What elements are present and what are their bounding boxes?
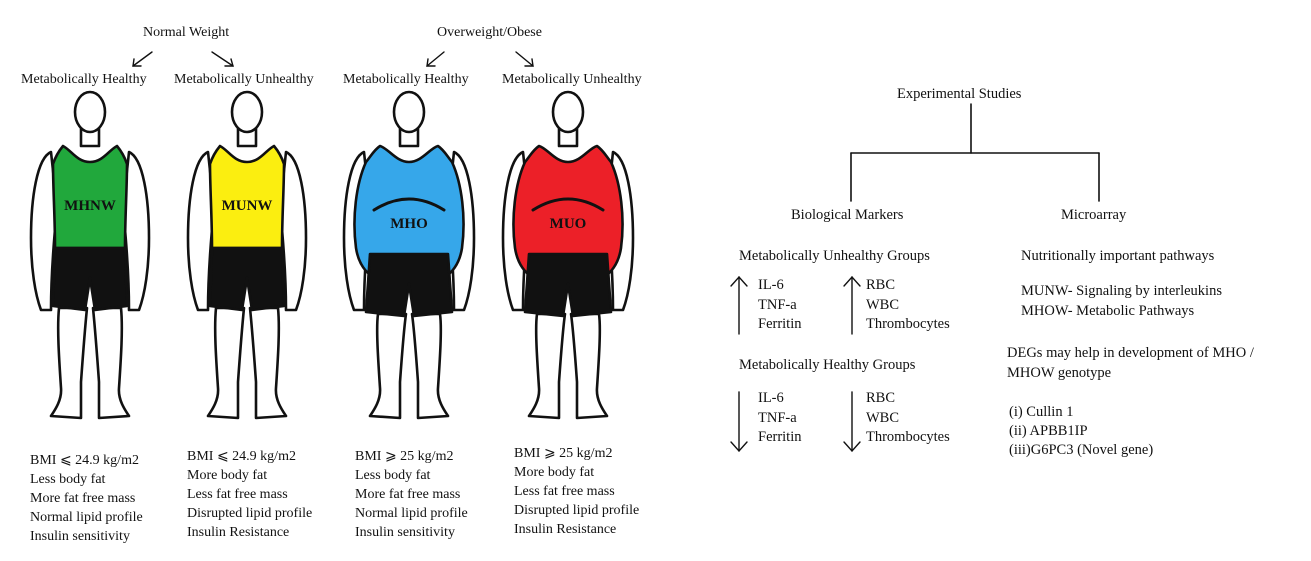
gene-item: (iii)G6PC3 (Novel gene) xyxy=(1009,442,1154,458)
tree-connector xyxy=(850,103,1100,202)
category-label-muo: Metabolically Unhealthy xyxy=(502,72,642,87)
category-label-mho: Metabolically Healthy xyxy=(343,72,469,87)
property-item: BMI ⩽ 24.9 kg/m2 xyxy=(187,449,296,464)
normal-weight-label: Normal Weight xyxy=(143,25,230,40)
gene-item: (ii) APBB1IP xyxy=(1009,423,1088,439)
arrow-up-icon xyxy=(843,275,861,335)
marker-item: RBC xyxy=(866,277,896,293)
property-item: Normal lipid profile xyxy=(30,510,143,525)
figure-label: MHO xyxy=(390,216,428,232)
unhealthy-markers-col2: RBC WBC Thrombocytes xyxy=(866,276,950,335)
property-item: Insulin sensitivity xyxy=(30,529,130,544)
marker-item: Ferritin xyxy=(758,316,802,332)
property-item: Disrupted lipid profile xyxy=(187,506,313,521)
properties-munw: BMI ⩽ 24.9 kg/m2 More body fat Less fat … xyxy=(187,447,312,542)
gene-list: (i) Cullin 1 (ii) APBB1IP (iii)G6PC3 (No… xyxy=(1009,403,1153,460)
marker-item: RBC xyxy=(866,390,896,406)
unhealthy-markers-col1: IL-6 TNF-a Ferritin xyxy=(758,276,802,335)
property-item: Insulin sensitivity xyxy=(355,525,455,540)
gene-item: (i) Cullin 1 xyxy=(1009,404,1074,420)
figure-label: MUO xyxy=(550,216,587,232)
arrow-down-right-icon xyxy=(515,51,534,67)
property-item: More fat free mass xyxy=(30,491,136,506)
marker-item: Thrombocytes xyxy=(866,316,950,332)
marker-item: TNF-a xyxy=(758,409,797,426)
marker-item: Ferritin xyxy=(758,429,802,445)
pathway-item: MHOW- Metabolic Pathways xyxy=(1021,303,1195,319)
degs-line: DEGs may help in development of MHO / xyxy=(1007,345,1254,361)
arrow-down-icon xyxy=(843,391,861,453)
body-figure-mhnw: MHNW xyxy=(15,88,165,428)
property-item: Less fat free mass xyxy=(514,484,615,499)
body-figure-mho: MHO xyxy=(334,88,484,428)
biological-markers-branch: Biological Markers xyxy=(791,207,904,223)
figure-label: MHNW xyxy=(64,198,116,214)
healthy-groups-header: Metabolically Healthy Groups xyxy=(739,357,916,373)
marker-item: WBC xyxy=(866,296,900,313)
marker-item: IL-6 xyxy=(758,277,784,293)
marker-item: IL-6 xyxy=(758,390,784,406)
marker-item: Thrombocytes xyxy=(866,429,950,445)
arrow-down-right-icon xyxy=(211,51,234,67)
healthy-markers-col1: IL-6 TNF-a Ferritin xyxy=(758,389,802,448)
property-item: Less fat free mass xyxy=(187,487,288,502)
property-item: BMI ⩾ 25 kg/m2 xyxy=(355,449,454,464)
healthy-markers-col2: RBC WBC Thrombocytes xyxy=(866,389,950,448)
body-figure-muo: MUO xyxy=(493,88,643,428)
arrow-up-icon xyxy=(730,275,748,335)
unhealthy-groups-header: Metabolically Unhealthy Groups xyxy=(739,248,930,264)
overweight-obese-label: Overweight/Obese xyxy=(437,25,542,40)
category-label-mhnw: Metabolically Healthy xyxy=(21,72,147,87)
properties-muo: BMI ⩾ 25 kg/m2 More body fat Less fat fr… xyxy=(514,444,639,539)
property-item: Less body fat xyxy=(30,472,106,487)
property-item: More body fat xyxy=(514,465,595,480)
pathway-list: MUNW- Signaling by interleukins MHOW- Me… xyxy=(1021,281,1222,321)
arrow-down-left-icon xyxy=(132,51,153,67)
category-label-munw: Metabolically Unhealthy xyxy=(174,72,314,87)
body-figure-munw: MUNW xyxy=(172,88,322,428)
degs-line: MHOW genotype xyxy=(1007,365,1112,381)
property-item: More body fat xyxy=(187,468,268,483)
property-item: BMI ⩾ 25 kg/m2 xyxy=(514,446,613,461)
properties-mho: BMI ⩾ 25 kg/m2 Less body fat More fat fr… xyxy=(355,447,468,542)
marker-item: TNF-a xyxy=(758,296,797,313)
experimental-studies-root: Experimental Studies xyxy=(897,86,1022,102)
arrow-down-left-icon xyxy=(426,51,445,67)
property-item: More fat free mass xyxy=(355,487,461,502)
property-item: Less body fat xyxy=(355,468,431,483)
pathway-item: MUNW- Signaling by interleukins xyxy=(1021,283,1222,299)
properties-mhnw: BMI ⩽ 24.9 kg/m2 Less body fat More fat … xyxy=(30,451,143,546)
figure-label: MUNW xyxy=(222,198,273,214)
degs-text: DEGs may help in development of MHO / MH… xyxy=(1007,343,1254,383)
property-item: Normal lipid profile xyxy=(355,506,468,521)
property-item: Disrupted lipid profile xyxy=(514,503,640,518)
property-item: Insulin Resistance xyxy=(187,525,290,540)
microarray-pathways-header: Nutritionally important pathways xyxy=(1021,248,1215,264)
property-item: BMI ⩽ 24.9 kg/m2 xyxy=(30,453,139,468)
property-item: Insulin Resistance xyxy=(514,522,617,537)
marker-item: WBC xyxy=(866,409,900,426)
microarray-branch: Microarray xyxy=(1061,207,1127,223)
arrow-down-icon xyxy=(730,391,748,453)
